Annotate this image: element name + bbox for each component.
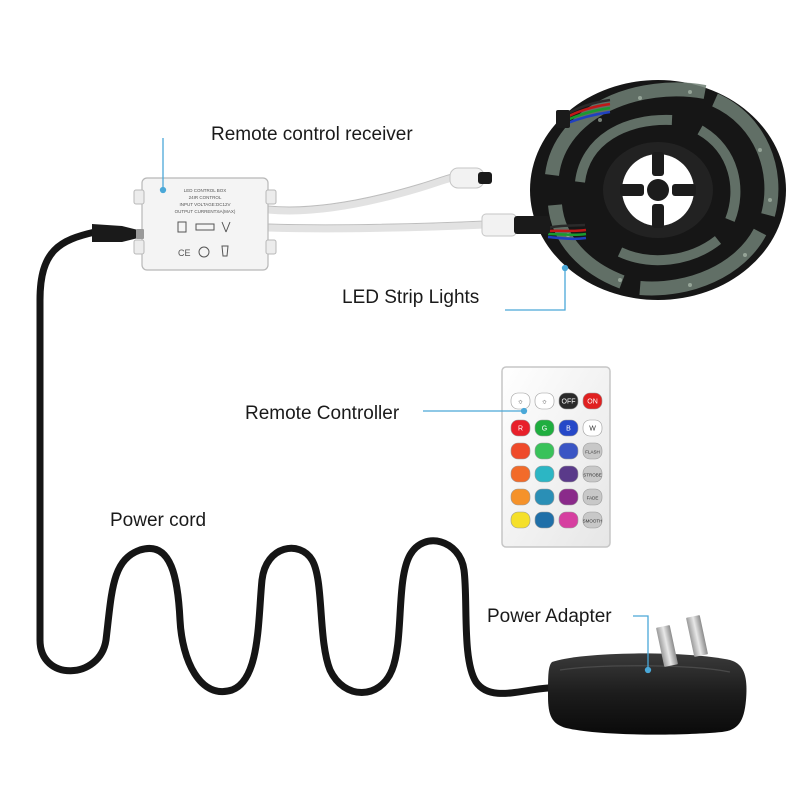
remote-button [582,465,603,483]
remote-button [558,392,579,410]
power-cord [36,228,552,697]
receiver-box: LED CONTROL BOX 24IR CONTROL INPUT VOLTA… [133,177,277,271]
remote-button-label: SMOOTH [583,519,603,524]
receiver-print-4: OUTPUT CURRENT:6A(MAX) [175,209,236,214]
led-strip-reel [530,80,786,300]
remote-button [582,392,603,410]
remote-button [510,392,531,410]
receiver-print-2: 24IR CONTROL [189,195,222,200]
remote-button-grid: ☼ ☼ OFF ON R G B W FLASH STROBE FADE SMOOTH [510,392,603,529]
receiver-cables-outline [267,173,486,226]
remote-button [510,488,531,506]
remote-button [558,419,579,437]
label-remote-controller: Remote Controller [245,403,400,424]
remote-button-label: FADE [587,496,599,501]
remote-button-label: R [518,426,523,433]
label-power-cord: Power cord [110,510,207,531]
remote-button-label: ☼ [517,399,523,406]
remote-button [510,442,531,460]
receiver-cert-marks: CE [177,221,231,258]
remote-button [582,442,603,460]
remote-button-label: W [589,426,596,433]
remote-button-label: OFF [562,399,576,406]
remote-button [558,442,579,460]
svg-text:CE: CE [178,248,191,258]
remote-button [534,465,555,483]
receiver-cables [264,174,489,233]
label-power-adapter: Power Adapter [487,606,612,627]
remote-button [534,511,555,529]
label-led-strip-lights: LED Strip Lights [342,287,480,308]
remote-button [534,392,555,410]
remote-button [582,419,603,437]
remote-button-label: G [542,426,547,433]
remote-button-label: ☼ [541,399,547,406]
remote-button [582,511,603,529]
strip-end-plug [556,110,570,128]
leader-strip [505,270,566,311]
remote-button [510,419,531,437]
label-remote-control-receiver: Remote control receiver [211,124,413,145]
remote-button [558,465,579,483]
remote-button [510,465,531,483]
remote-button [534,442,555,460]
leader-lines [159,138,652,674]
strip-connector [481,213,550,237]
remote-button [534,488,555,506]
remote-button-label: B [566,426,571,433]
remote-button [510,511,531,529]
leader-adapter [633,615,649,668]
receiver-print-3: INPUT VOLTAGE:DC12V [179,202,230,207]
ir-receiver-head [449,167,492,189]
remote-button [534,419,555,437]
remote-button-label: FLASH [585,450,600,455]
remote-controller: ☼ ☼ OFF ON R G B W FLASH STROBE FADE SMOOTH [501,366,611,548]
adapter-prongs [656,615,708,667]
remote-button [582,488,603,506]
receiver-print-1: LED CONTROL BOX [184,188,227,193]
dc-plug [92,224,144,242]
remote-button [558,488,579,506]
remote-button [558,511,579,529]
remote-button-label: ON [587,399,598,406]
remote-button-label: STROBE [583,473,602,478]
reel-hub-cutouts [620,152,696,228]
power-adapter [548,615,747,735]
